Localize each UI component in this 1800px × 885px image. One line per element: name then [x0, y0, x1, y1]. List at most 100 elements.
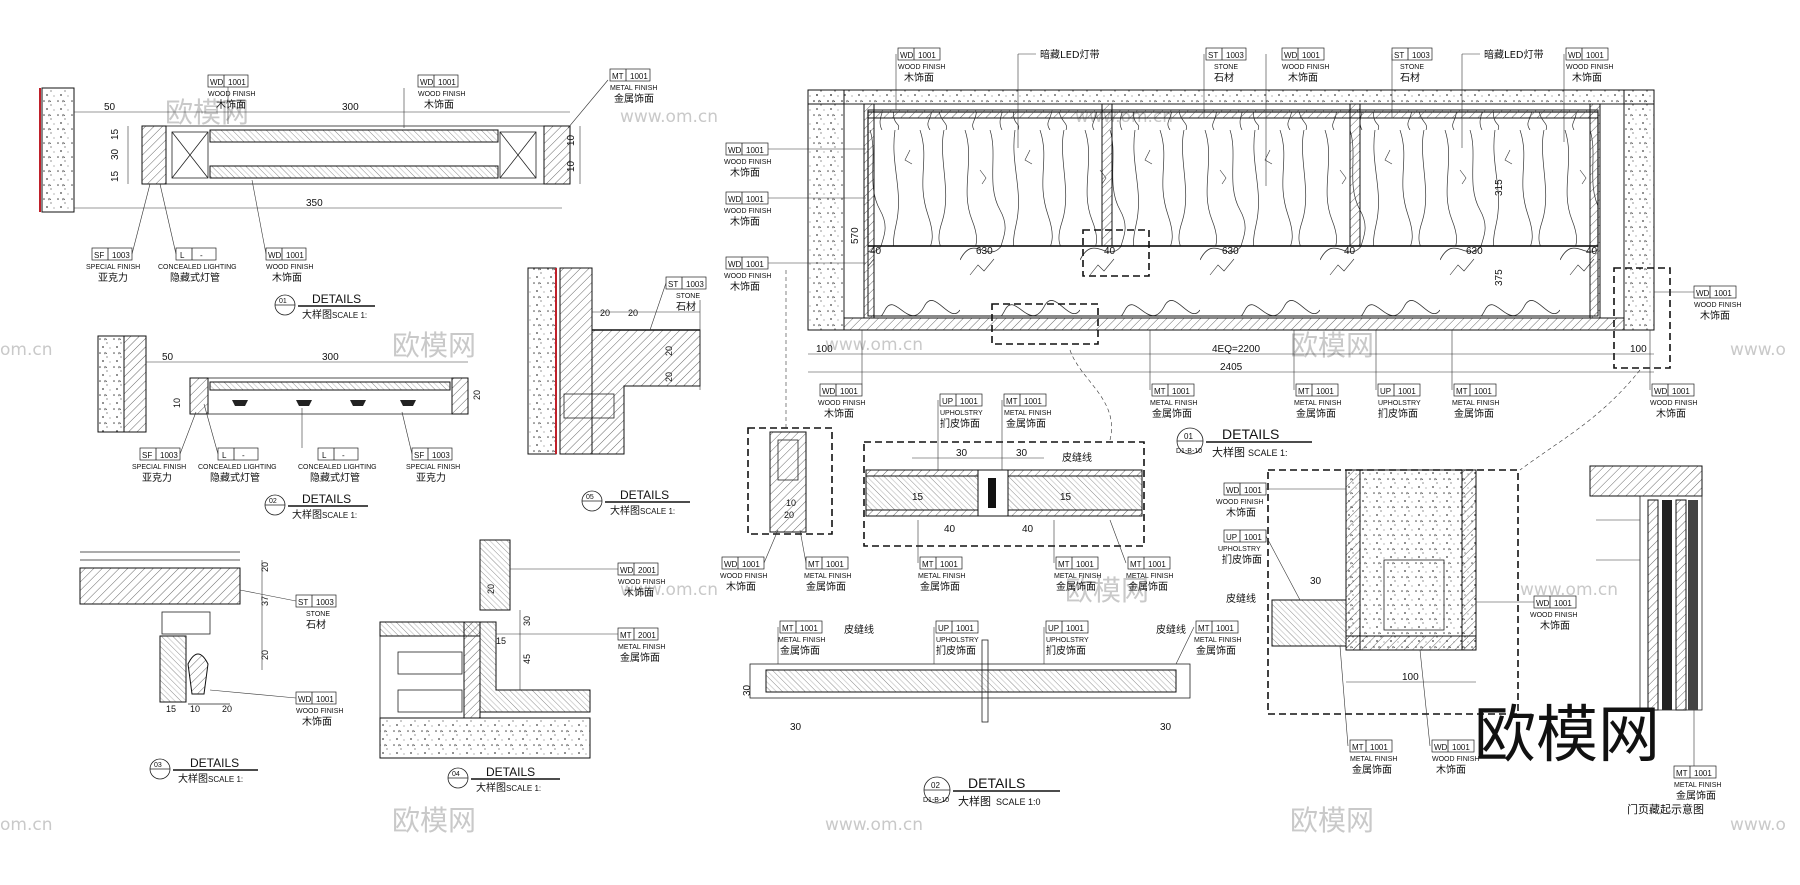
svg-text:MT: MT: [1154, 387, 1166, 396]
wood-support: [159, 635, 187, 703]
svg-text:MT: MT: [922, 560, 934, 569]
svg-text:WD: WD: [900, 51, 914, 60]
svg-text:UP: UP: [1226, 533, 1237, 542]
stone-panels-top: [867, 111, 1599, 247]
wood-layer-top: [209, 129, 499, 143]
svg-text:1001: 1001: [840, 387, 858, 396]
svg-text:1001: 1001: [1024, 397, 1042, 406]
svg-text:大样图: 大样图: [610, 504, 640, 517]
svg-text:1001: 1001: [1076, 560, 1094, 569]
svg-text:05: 05: [586, 494, 594, 501]
svg-text:MT: MT: [782, 624, 794, 633]
dim-label: 350: [306, 198, 323, 209]
svg-text:金属饰面: 金属饰面: [1676, 789, 1716, 802]
svg-text:MT: MT: [1298, 387, 1310, 396]
material-tag-lighting: L - CONCEALED LIGHTING 隐藏式灯管: [198, 403, 277, 484]
watermark-url: www.om.cn: [620, 107, 718, 127]
material-tag-special: SF 1003 SPECIAL FINISH 亚克力: [401, 411, 460, 484]
svg-text:亚克力: 亚克力: [142, 471, 172, 484]
piping-note: 皮缝线: [1226, 592, 1256, 605]
svg-text:WD: WD: [298, 695, 312, 704]
svg-text:1001: 1001: [1714, 289, 1732, 298]
svg-text:WD: WD: [268, 251, 282, 260]
material-tag-wood: WD 1001 WOOD FINISH 木饰面: [724, 142, 866, 179]
detail-02-section: 50 300 10 20 SF 1003 SPECIAL FINISH 亚克力 …: [97, 335, 482, 521]
svg-text:WD: WD: [620, 566, 634, 575]
svg-text:WD: WD: [1434, 743, 1448, 752]
svg-text:1003: 1003: [686, 280, 704, 289]
door-hidden-schematic: MT 1001 METAL FINISH 金属饰面 门页藏起示意图: [1589, 465, 1721, 816]
svg-text:木饰面: 木饰面: [1436, 763, 1466, 776]
brand-watermark-large: 欧模网: [1474, 698, 1660, 771]
svg-text:WOOD FINISH: WOOD FINISH: [1530, 612, 1577, 619]
svg-text:ST: ST: [298, 598, 308, 607]
svg-text:SPECIAL FINISH: SPECIAL FINISH: [86, 264, 140, 271]
svg-text:1001: 1001: [742, 560, 760, 569]
detail-title-02: 02 DETAILS 大样图 SCALE 1:: [264, 492, 368, 521]
material-tag-upholstery: UP 1001 UPHOLSTRY 扪皮饰面: [1218, 529, 1301, 601]
svg-text:SCALE 1:: SCALE 1:: [208, 775, 243, 784]
light-box-right: [499, 131, 537, 179]
wood-panel: [479, 539, 511, 611]
svg-text:WD: WD: [724, 560, 738, 569]
svg-text:-: -: [200, 251, 203, 260]
material-tag-stone: ST 1003 STONE 石材: [649, 276, 707, 331]
svg-text:扪皮饰面: 扪皮饰面: [940, 417, 980, 430]
dim-label: 20: [600, 308, 610, 318]
svg-text:SF: SF: [94, 251, 104, 260]
dim-label: 20: [260, 562, 270, 572]
dim-label: 10: [566, 134, 577, 146]
svg-text:木饰面: 木饰面: [824, 407, 854, 420]
wall-layer: [123, 335, 147, 433]
dim-label: 570: [850, 227, 861, 244]
svg-text:WD: WD: [728, 195, 742, 204]
svg-text:MT: MT: [1198, 624, 1210, 633]
light-fixtures: [232, 400, 416, 406]
svg-text:隐藏式灯管: 隐藏式灯管: [210, 471, 260, 484]
dim-label: 40: [1104, 246, 1116, 257]
svg-text:METAL FINISH: METAL FINISH: [1294, 400, 1341, 407]
svg-text:WOOD FINISH: WOOD FINISH: [266, 264, 313, 271]
svg-text:隐藏式灯管: 隐藏式灯管: [310, 471, 360, 484]
material-tag-upholstery: UP 1001 UPHOLSTRY 扪皮饰面: [1043, 620, 1089, 664]
svg-text:UP: UP: [942, 397, 953, 406]
stone-top: [79, 567, 241, 605]
svg-text:1001: 1001: [630, 72, 648, 81]
dim-label: 40: [944, 524, 956, 535]
svg-text:1001: 1001: [1244, 533, 1262, 542]
dim-label: 15: [1060, 492, 1072, 503]
material-tag-lighting: L - CONCEALED LIGHTING 隐藏式灯管: [158, 183, 237, 284]
svg-text:扪皮饰面: 扪皮饰面: [1378, 407, 1418, 420]
material-tag-lighting: L - CONCEALED LIGHTING 隐藏式灯管: [298, 408, 377, 484]
svg-text:金属饰面: 金属饰面: [620, 651, 660, 664]
material-tag-wood: WD 1001 WOOD FINISH 木饰面: [1216, 482, 1346, 519]
svg-text:1001: 1001: [1370, 743, 1388, 752]
svg-text:DETAILS: DETAILS: [620, 488, 669, 502]
svg-text:WOOD FINISH: WOOD FINISH: [724, 159, 771, 166]
watermark-url: www.om.cn: [1520, 580, 1618, 600]
svg-text:MT: MT: [620, 631, 632, 640]
svg-text:木饰面: 木饰面: [216, 98, 246, 111]
led-strip-note: 暗藏LED灯带: [1040, 48, 1100, 61]
watermark-brand: 欧模网: [392, 804, 476, 837]
svg-text:木饰面: 木饰面: [1226, 506, 1256, 519]
material-tag-metal: MT 1001 METAL FINISH 金属饰面: [917, 520, 965, 593]
watermarks: 欧模网 欧模网 欧模网 欧模网 欧模网 欧模网 www.om.cn www.om…: [0, 96, 1786, 837]
svg-text:01: 01: [279, 298, 287, 305]
svg-text:扪皮饰面: 扪皮饰面: [1222, 553, 1262, 566]
watermark-url: www.o: [1730, 340, 1786, 360]
dim-label: 40: [1022, 524, 1034, 535]
svg-text:1001: 1001: [286, 251, 304, 260]
svg-text:金属饰面: 金属饰面: [1454, 407, 1494, 420]
piping-note: 皮缝线: [844, 623, 874, 636]
svg-text:MT: MT: [808, 560, 820, 569]
svg-text:UPHOLSTRY: UPHOLSTRY: [1378, 400, 1421, 407]
svg-text:1001: 1001: [1672, 387, 1690, 396]
dim-label: 30: [742, 684, 753, 696]
svg-text:金属饰面: 金属饰面: [1296, 407, 1336, 420]
detail-04-section: 20 15 45 30 WD 2001 WOOD FINISH 木饰面 MT 2…: [379, 539, 665, 794]
dim-label: 40: [1344, 246, 1356, 257]
svg-text:木饰面: 木饰面: [1572, 71, 1602, 84]
svg-text:02: 02: [931, 781, 940, 790]
svg-text:DETAILS: DETAILS: [1222, 426, 1279, 442]
